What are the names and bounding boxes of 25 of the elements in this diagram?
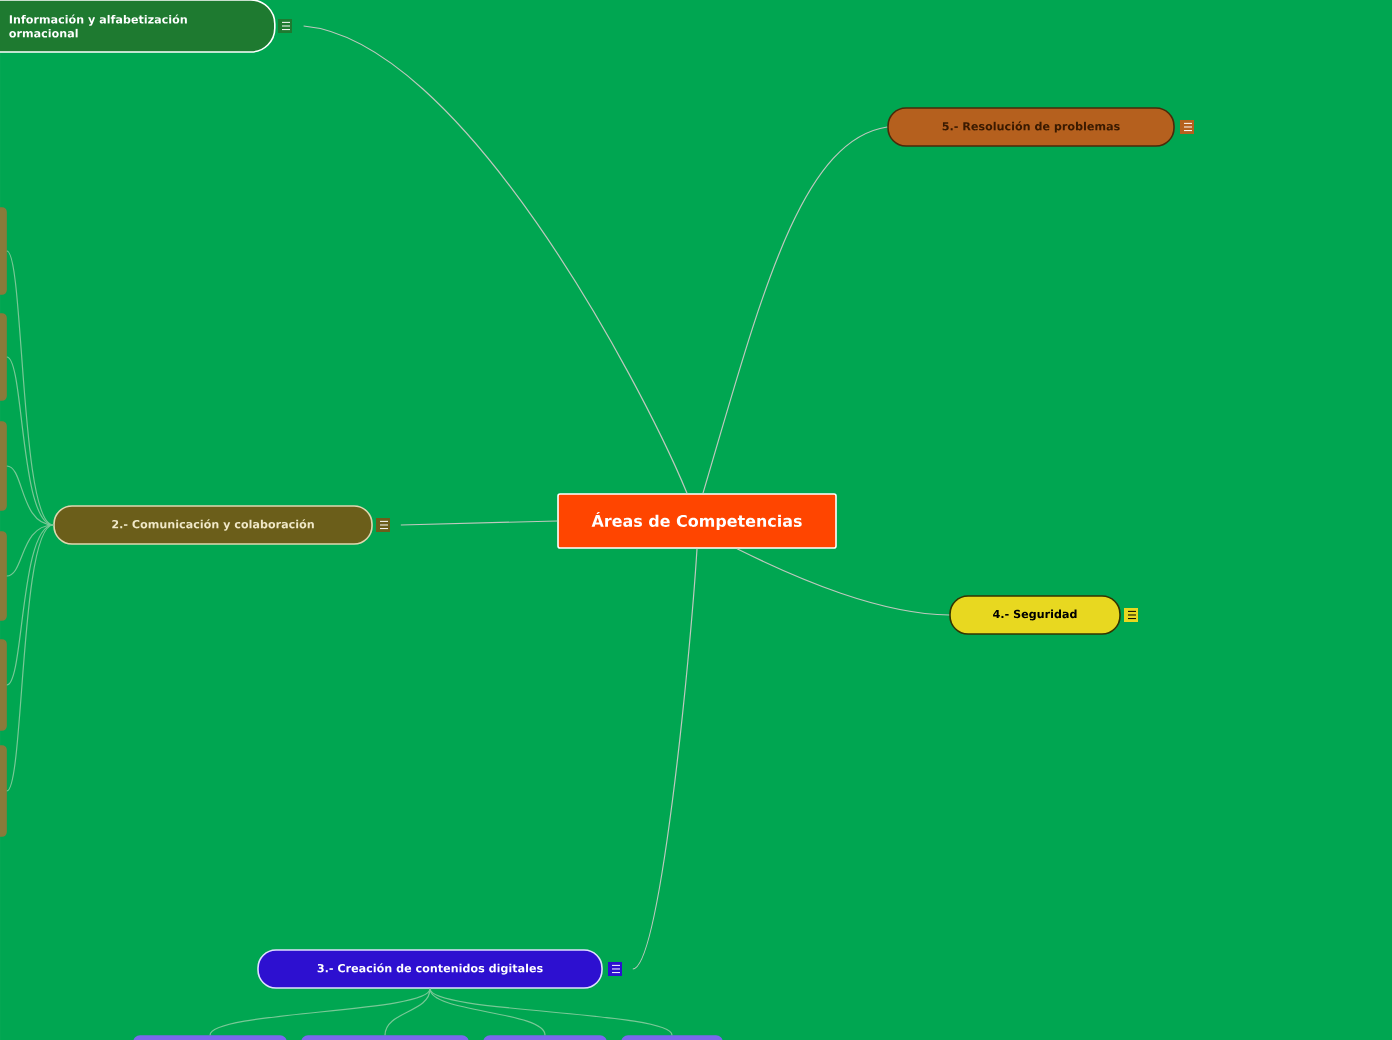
connector-line <box>6 356 54 526</box>
connector-line <box>702 126 888 494</box>
connector-line <box>429 988 673 1036</box>
connector-line <box>6 524 54 577</box>
subtopic-box <box>133 1035 287 1040</box>
subtopic-box <box>0 745 7 837</box>
subtopic-box <box>0 421 7 511</box>
connector-line <box>6 465 54 526</box>
connector-line <box>6 250 54 526</box>
connector-line <box>400 520 558 526</box>
subtopic-box <box>483 1035 607 1040</box>
subtopic-box <box>0 639 7 731</box>
connector-line <box>429 988 546 1036</box>
connector-line <box>209 988 431 1036</box>
connector-line <box>736 548 950 616</box>
subtopic-box <box>621 1035 723 1040</box>
connector-line <box>632 548 698 970</box>
subtopic-box <box>0 313 7 401</box>
subtopic-box <box>0 207 7 295</box>
subtopic-box <box>301 1035 469 1040</box>
connector-line <box>303 25 688 494</box>
subtopic-box <box>0 531 7 621</box>
connector-line <box>6 524 54 792</box>
connector-line <box>6 524 54 686</box>
connector-line <box>384 988 431 1036</box>
